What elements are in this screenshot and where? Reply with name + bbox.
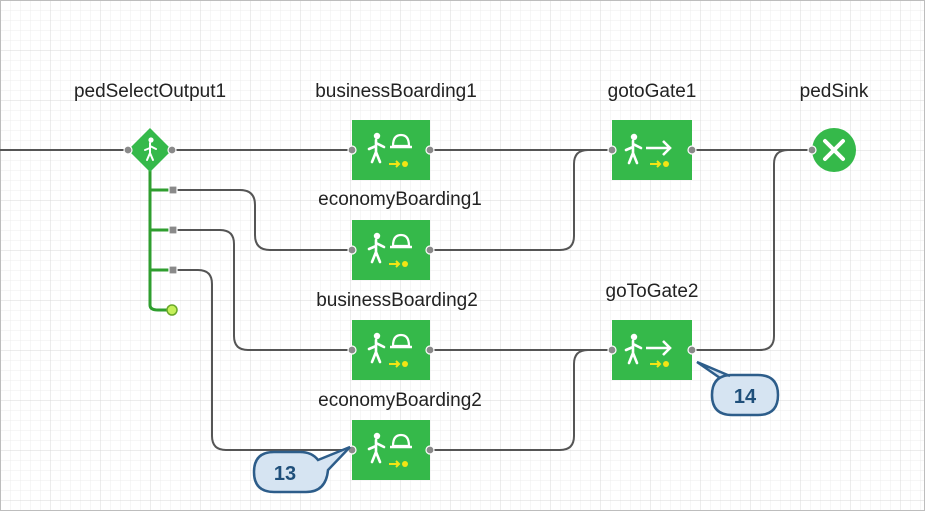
- block-economyBoarding2[interactable]: [347, 420, 435, 480]
- callout-13: 13: [252, 445, 351, 494]
- diamond-pedestrian-icon: [144, 137, 157, 161]
- block-goToGate2[interactable]: [607, 320, 697, 380]
- label-gotoGate1: gotoGate1: [608, 81, 697, 102]
- close-circle-icon: [823, 139, 845, 161]
- block-labels: pedSelectOutput1 businessBoarding1 econo…: [74, 81, 869, 411]
- block-pedSink[interactable]: [807, 128, 856, 172]
- connector-economy2-to-gate2: [430, 349, 612, 451]
- block-economyBoarding1[interactable]: [347, 220, 435, 280]
- callout-bubble: [252, 445, 351, 494]
- connector-select-to-business2: [173, 229, 352, 351]
- select-default-port: [166, 304, 178, 316]
- select-out-port: [167, 145, 177, 155]
- connector-gate2-to-sink: [692, 149, 812, 351]
- connections: [0, 149, 812, 451]
- label-economyBoarding2: economyBoarding2: [318, 390, 482, 411]
- label-economyBoarding1: economyBoarding1: [318, 189, 482, 210]
- select-port-2: [168, 225, 178, 235]
- connector-select-to-economy1: [173, 189, 352, 251]
- connector-select-to-economy2: [173, 269, 352, 451]
- callout-bubble: [696, 360, 780, 417]
- select-in-port: [123, 145, 133, 155]
- block-businessBoarding1[interactable]: [347, 120, 435, 180]
- callout-text: 13: [274, 463, 296, 485]
- callout-text: 14: [734, 386, 757, 408]
- callout-14: 14: [696, 360, 780, 417]
- label-goToGate2: goToGate2: [606, 281, 699, 302]
- label-pedSink: pedSink: [800, 81, 869, 102]
- label-businessBoarding2: businessBoarding2: [316, 290, 478, 311]
- select-output-branches: [148, 165, 178, 316]
- select-port-3: [168, 265, 178, 275]
- select-port-1: [168, 185, 178, 195]
- block-pedSelectOutput1[interactable]: [123, 128, 177, 172]
- label-pedSelectOutput1: pedSelectOutput1: [74, 81, 226, 102]
- connector-economy1-to-gate1: [430, 149, 612, 251]
- block-businessBoarding2[interactable]: [347, 320, 435, 380]
- label-businessBoarding1: businessBoarding1: [315, 81, 477, 102]
- block-gotoGate1[interactable]: [607, 120, 697, 180]
